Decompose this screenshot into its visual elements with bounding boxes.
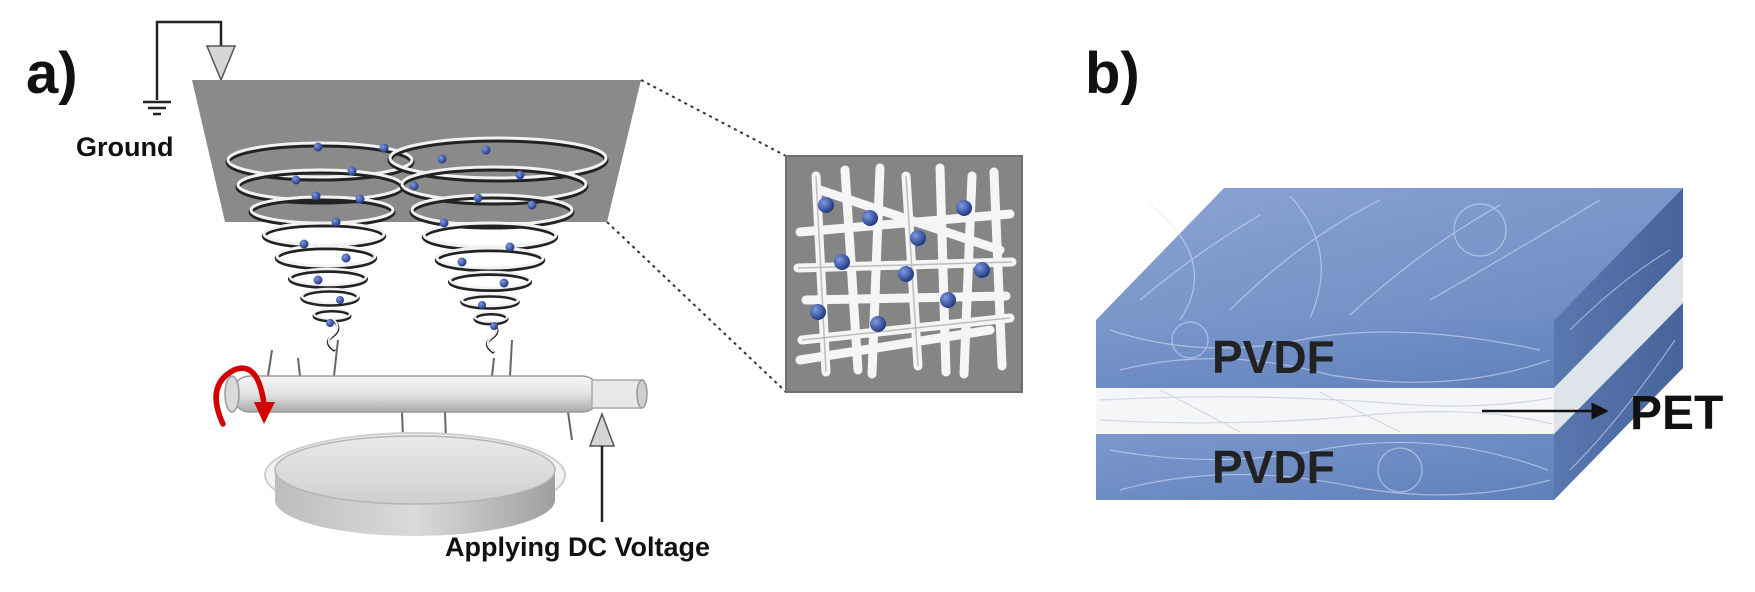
charged-particles (291, 142, 537, 330)
collector-disk (264, 432, 566, 536)
voltage-arrow (588, 411, 616, 522)
pvdf-bottom-layer (1096, 434, 1554, 500)
side-pet (1554, 257, 1683, 434)
pvdf-top-text: PVDF (1212, 331, 1335, 383)
pet-fiber-texture (1099, 389, 1553, 433)
fiber-mat-inset (785, 155, 1023, 393)
panel-b (1096, 188, 1683, 500)
voltage-label: Applying DC Voltage (445, 532, 711, 562)
ground-label: Ground (76, 132, 174, 162)
panel-b-label: b) (1085, 41, 1140, 106)
zoom-lines (606, 79, 787, 393)
pvdf-top-face (1096, 188, 1683, 320)
side-top-pvdf (1554, 188, 1683, 388)
ground-symbol (143, 20, 223, 116)
ground-connection-arrow (205, 45, 237, 82)
rotation-arrow-icon (213, 365, 275, 427)
collector-plate (192, 80, 641, 222)
pet-text: PET (1630, 387, 1724, 440)
pvdf-top-layer (1096, 320, 1554, 388)
pvdf-bottom-text: PVDF (1212, 441, 1335, 493)
panel-a (143, 20, 1023, 536)
fiber-texture (1109, 195, 1676, 496)
polymer-jets (225, 136, 609, 354)
side-bottom-pvdf (1554, 303, 1683, 500)
panel-a-label: a) (26, 41, 78, 106)
rotating-rod (224, 375, 648, 413)
